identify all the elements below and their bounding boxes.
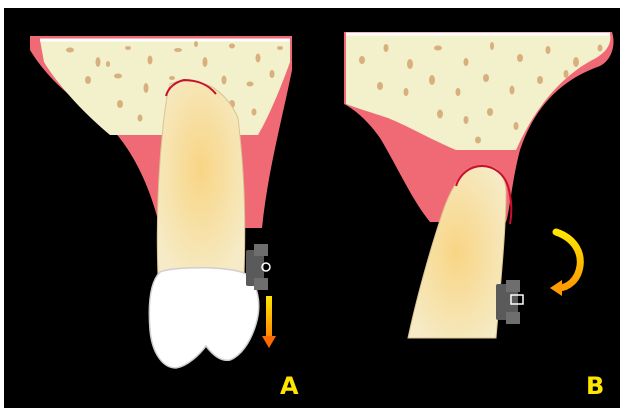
panel-separator	[300, 8, 340, 408]
panel-label-a: A	[280, 374, 299, 398]
tooth-root-a	[157, 81, 245, 276]
panel-label-b: B	[586, 374, 604, 398]
